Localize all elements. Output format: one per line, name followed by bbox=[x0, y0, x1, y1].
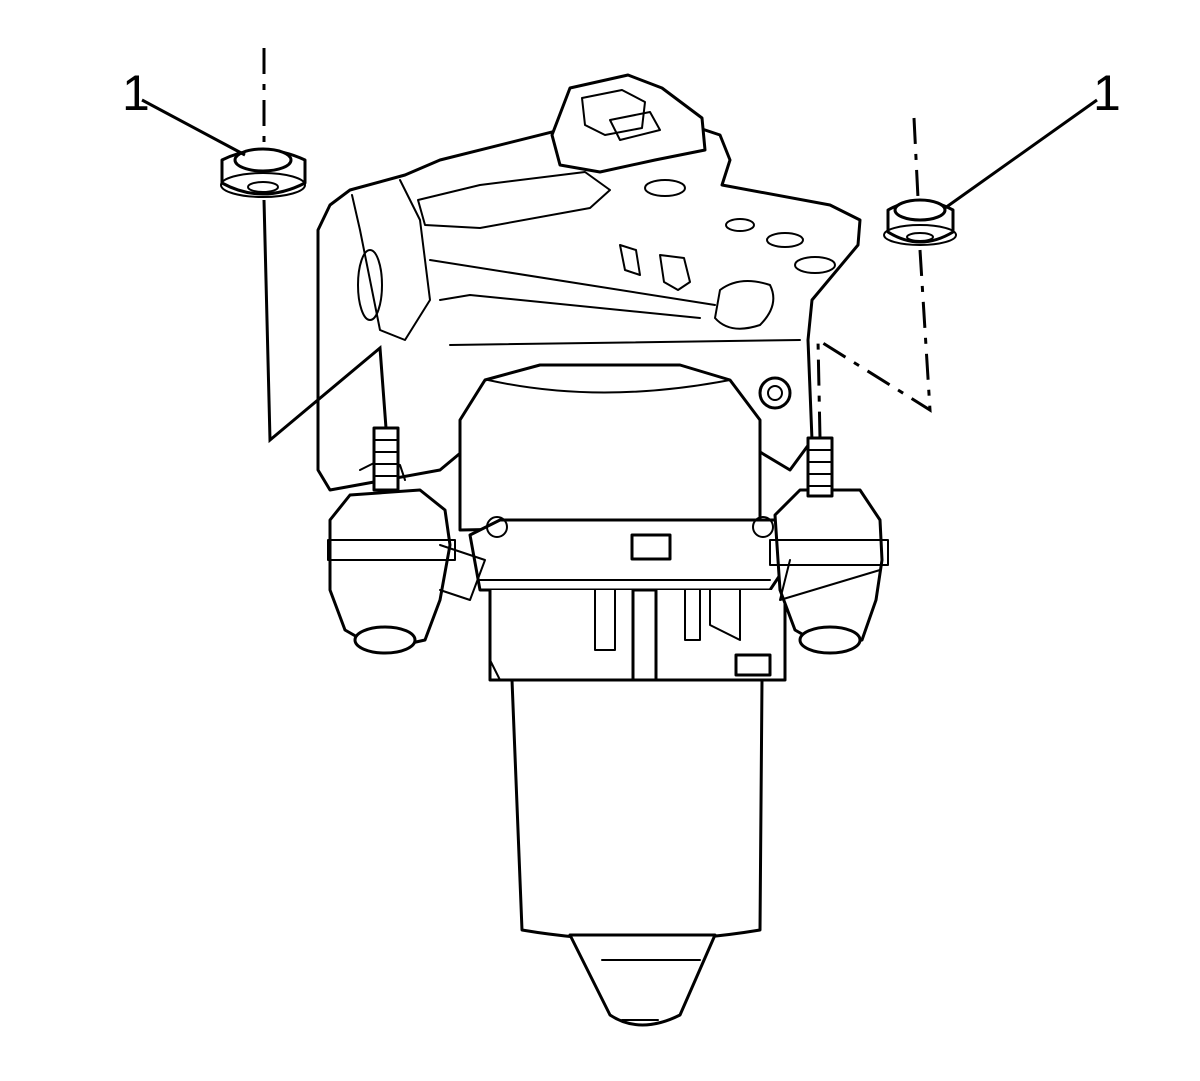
callout-leader-right bbox=[944, 98, 1098, 210]
right-stud bbox=[806, 436, 834, 498]
electrical-connector bbox=[550, 73, 707, 174]
left-nut bbox=[220, 147, 307, 198]
left-rubber-isolator bbox=[327, 459, 486, 655]
callout-label-left: 1 bbox=[122, 65, 150, 121]
left-stud bbox=[372, 426, 400, 492]
callout-label-right: 1 bbox=[1093, 65, 1121, 121]
left-install-path bbox=[262, 199, 388, 444]
right-rubber-isolator bbox=[769, 488, 889, 655]
pump-housing bbox=[458, 363, 792, 712]
right-alignment-line bbox=[912, 117, 920, 199]
right-nut bbox=[883, 198, 957, 246]
callout-leader-left bbox=[141, 98, 246, 157]
motor-can bbox=[510, 678, 764, 1027]
right-install-path bbox=[816, 249, 932, 439]
